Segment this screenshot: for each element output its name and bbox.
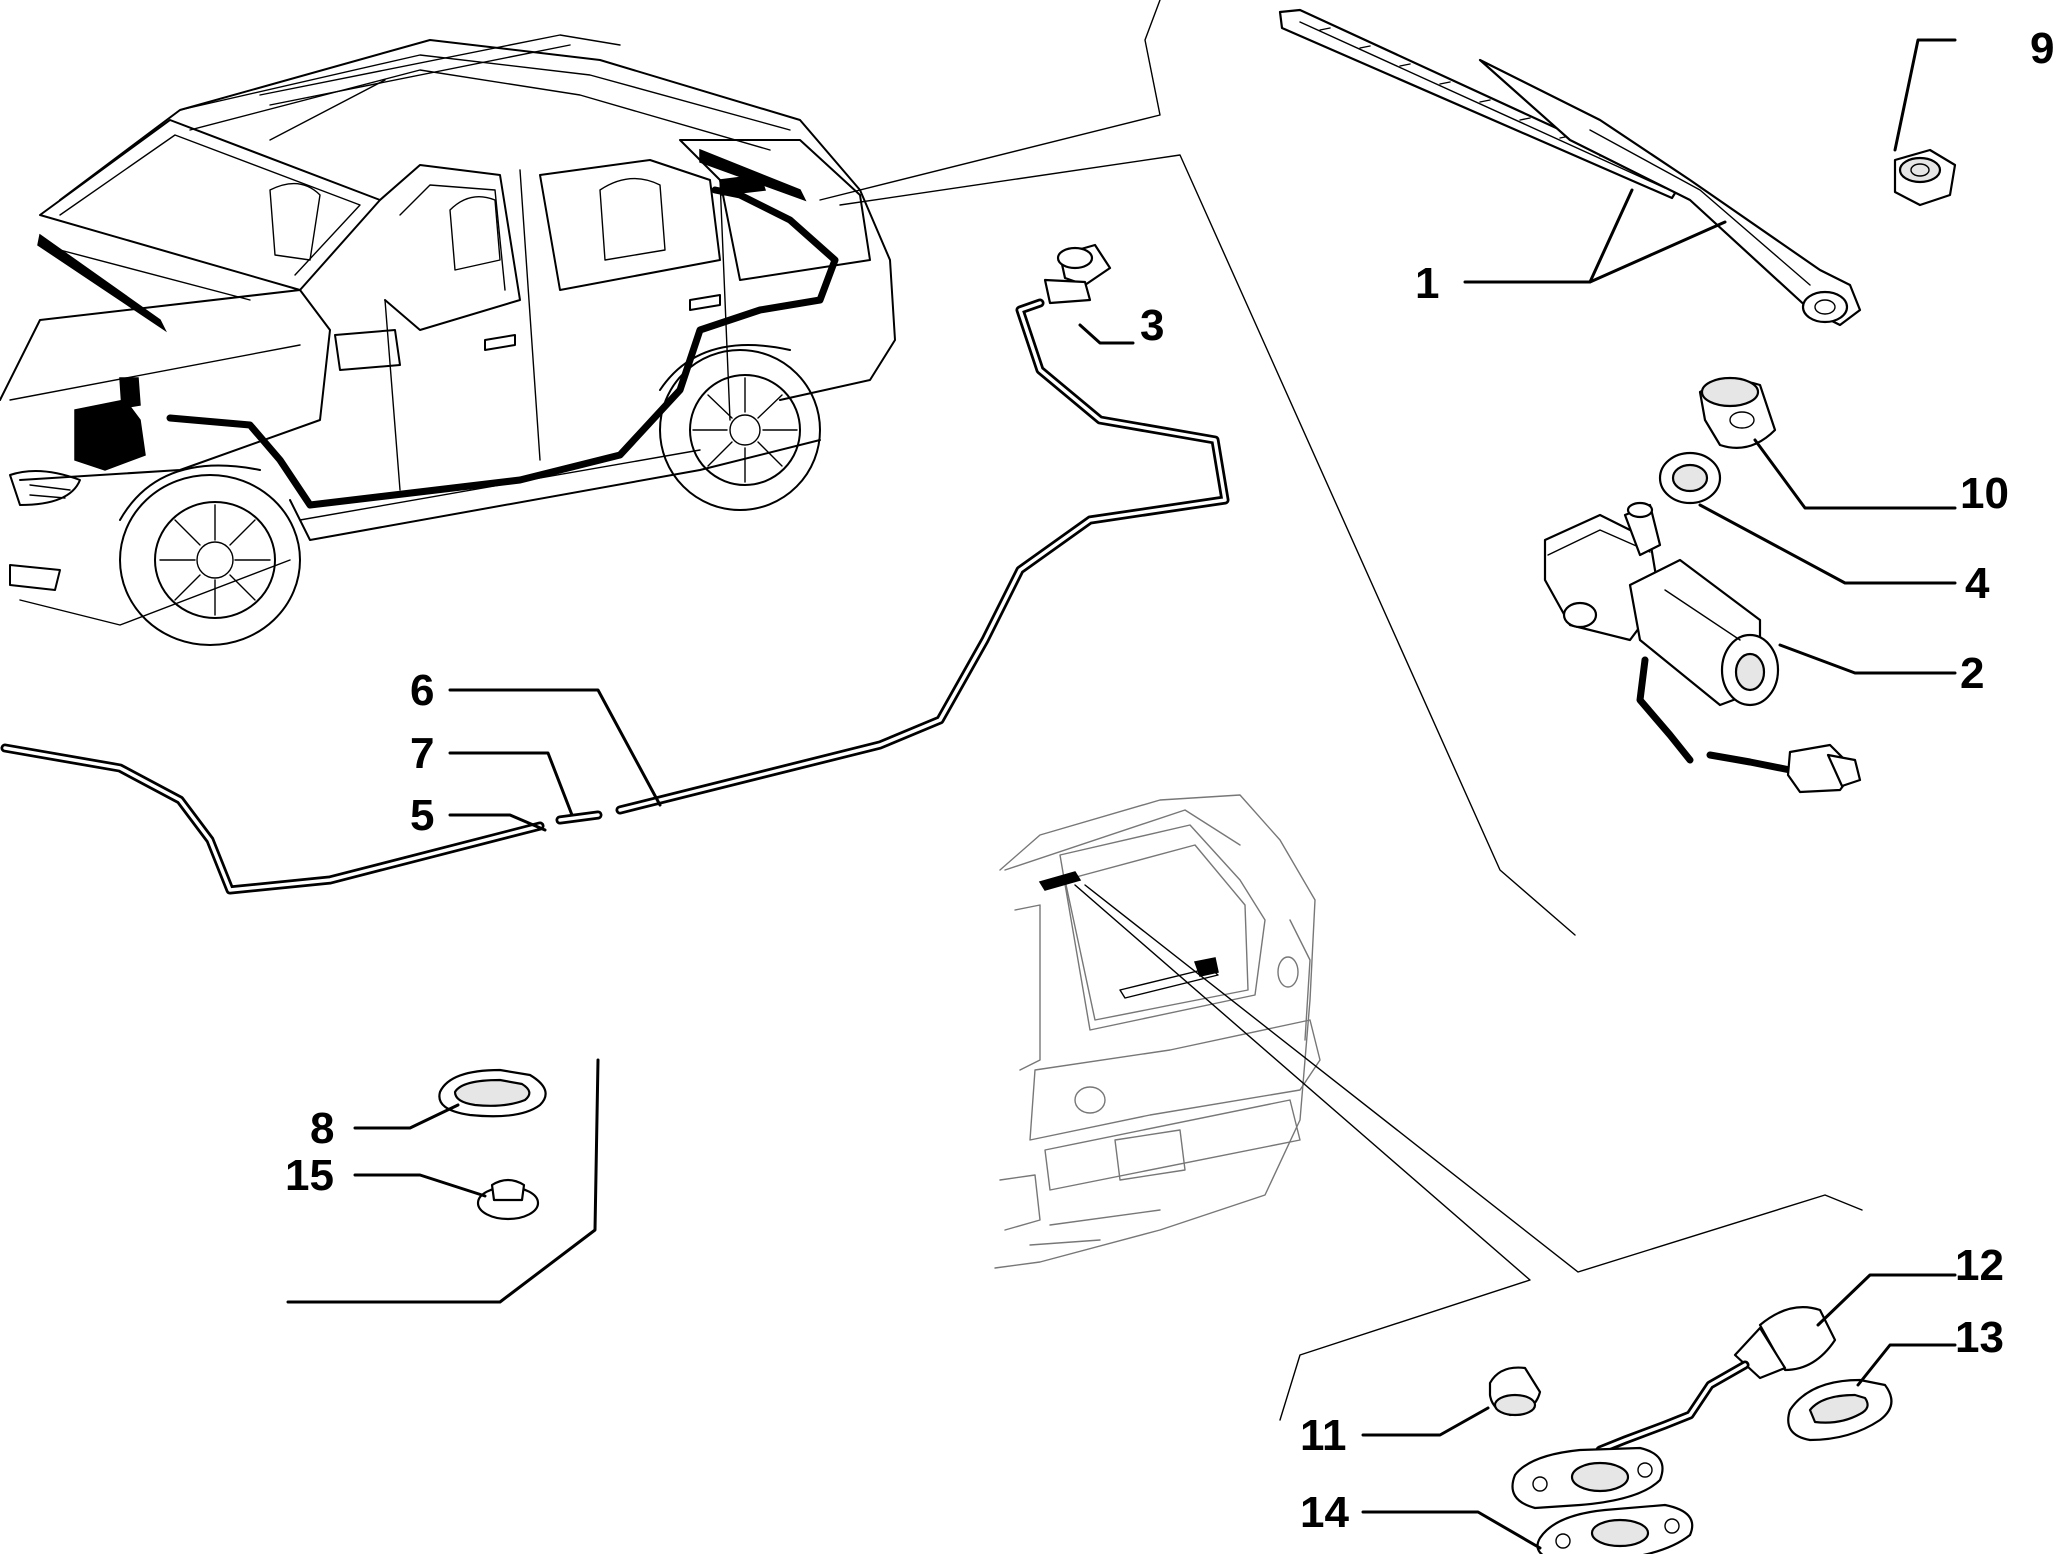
group-bracket-8-15 (286, 1058, 600, 1304)
part-6-washer-hose[interactable] (615, 298, 1230, 815)
callout-5: 5 (410, 791, 434, 840)
part-13-seal[interactable] (1787, 1378, 1893, 1442)
part-12-washer-nozzle-with-pipe[interactable] (1595, 1306, 1837, 1455)
washer-reservoir (74, 399, 146, 471)
callout-2: 2 (1960, 649, 1984, 698)
part-15-plug[interactable] (476, 1178, 540, 1221)
part-14-gasket[interactable] (1536, 1503, 1694, 1554)
leader-rear-car-to-nozzle-group-2 (1084, 884, 1863, 1273)
part-9-wiper-arm-nut[interactable] (1893, 148, 1957, 207)
callout-14: 14 (1300, 1488, 1349, 1537)
part-11b-gasket-plate[interactable] (1511, 1446, 1664, 1510)
car-front-three-quarter-illustration (0, 34, 896, 646)
callout-8: 8 (310, 1104, 334, 1153)
part-4-spindle-grommet[interactable] (1658, 451, 1722, 505)
callout-1: 1 (1415, 259, 1439, 308)
callout-labels: 1 2 3 4 5 6 7 8 9 10 11 12 13 14 15 (285, 24, 2054, 1537)
callout-6: 6 (410, 666, 434, 715)
part-5-washer-hose[interactable] (0, 743, 545, 895)
part-11-spacer[interactable] (1488, 1366, 1542, 1417)
callout-leaders (353, 38, 1957, 1550)
part-10-spindle-cap[interactable] (1698, 376, 1777, 449)
leader-car-to-motor-group (839, 154, 1576, 936)
callout-4: 4 (1965, 559, 1990, 608)
callout-12: 12 (1955, 1241, 2004, 1290)
rear-wheel (659, 344, 821, 511)
car-rear-view-illustration (994, 794, 1321, 1269)
front-wheel (119, 464, 301, 646)
part-1-rear-wiper-arm-and-blade[interactable] (1278, 8, 1862, 327)
part-2-rear-wiper-motor[interactable] (1543, 501, 1862, 794)
part-3-hose-connector[interactable] (1043, 243, 1112, 305)
washer-hose-assembly (0, 243, 1230, 895)
callout-11: 11 (1300, 1411, 1347, 1460)
callout-9: 9 (2030, 24, 2054, 73)
callout-15: 15 (285, 1151, 334, 1200)
washer-hose-routing-in-car (166, 186, 839, 509)
part-8-grommet[interactable] (438, 1068, 547, 1118)
callout-7: 7 (410, 729, 434, 778)
callout-3: 3 (1140, 301, 1164, 350)
callout-10: 10 (1960, 469, 2009, 518)
callout-13: 13 (1955, 1313, 2004, 1362)
leader-rear-car-to-nozzle-group (1074, 884, 1531, 1421)
leader-car-to-wiper-group (819, 0, 1161, 201)
